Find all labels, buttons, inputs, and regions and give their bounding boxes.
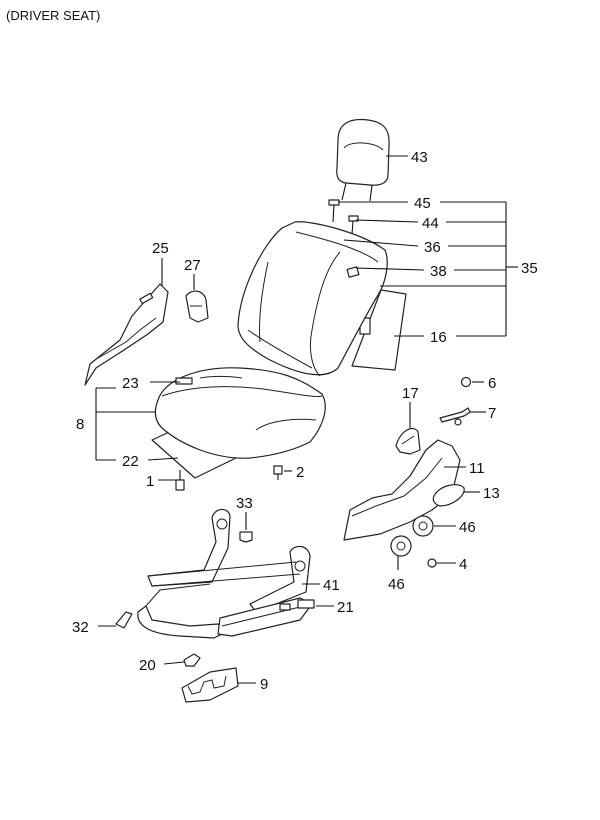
callout-22: 22 (122, 453, 139, 470)
part-nut-6 (460, 376, 472, 388)
part-knob-46-lower (390, 535, 412, 557)
part-side-shield-25 (84, 283, 169, 386)
callout-46-lower: 46 (388, 576, 405, 593)
part-knob-13 (432, 484, 465, 507)
callout-21: 21 (337, 599, 354, 616)
callout-labels: 43 45 44 36 38 35 16 25 27 6 7 23 8 22 1… (72, 149, 538, 693)
callout-13: 13 (483, 485, 500, 502)
part-knob-46-upper (412, 515, 434, 537)
callout-33: 33 (236, 495, 253, 512)
part-screw-4 (427, 558, 437, 568)
part-bolt-1 (175, 470, 185, 491)
callout-38: 38 (430, 263, 447, 280)
callout-11: 11 (469, 460, 485, 477)
callout-9: 9 (260, 676, 268, 693)
callout-27: 27 (184, 257, 201, 274)
callout-46-upper: 46 (459, 519, 476, 536)
part-cover-27 (185, 290, 209, 323)
part-bracket-33 (239, 531, 253, 543)
part-cover-9 (181, 667, 239, 703)
callout-16: 16 (430, 329, 447, 346)
callout-4: 4 (459, 556, 467, 573)
callout-23: 23 (122, 375, 139, 392)
callout-7: 7 (488, 405, 496, 422)
part-seat-frame (137, 508, 315, 639)
part-headrest (336, 118, 390, 202)
callout-8: 8 (76, 416, 84, 433)
callout-20: 20 (139, 657, 156, 674)
part-bracket-17 (395, 427, 421, 455)
callout-41: 41 (323, 577, 340, 594)
part-lever-7 (439, 407, 471, 426)
callout-2: 2 (296, 464, 304, 481)
part-guide-pins (328, 199, 359, 235)
part-cushion (151, 367, 326, 479)
leader-lines (95, 155, 518, 684)
part-clip-32 (115, 611, 133, 629)
callout-32: 32 (72, 619, 89, 636)
part-clip-20 (183, 653, 201, 667)
callout-44: 44 (422, 215, 439, 232)
callout-45: 45 (414, 195, 431, 212)
part-side-shield-11 (343, 439, 461, 541)
callout-35: 35 (521, 260, 538, 277)
diagram-caption: (DRIVER SEAT) (6, 8, 100, 23)
callout-25: 25 (152, 240, 169, 257)
callout-43: 43 (411, 149, 428, 166)
callout-36: 36 (424, 239, 441, 256)
callout-17: 17 (402, 385, 419, 402)
part-bolt-2 (273, 465, 283, 480)
callout-6: 6 (488, 375, 496, 392)
part-seat-back (237, 221, 407, 377)
callout-1: 1 (146, 473, 154, 490)
